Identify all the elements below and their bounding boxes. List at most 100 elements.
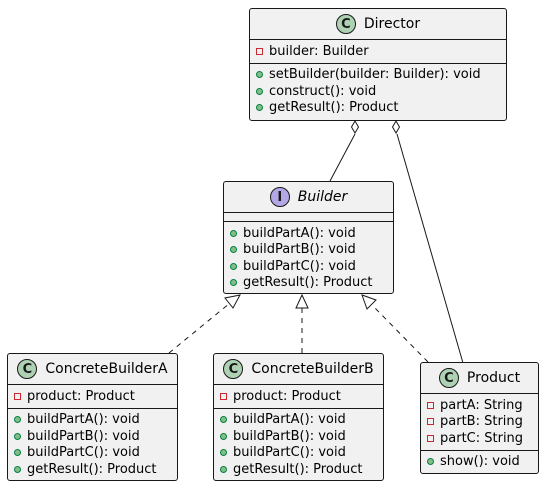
aggregation-diamond-icon — [350, 120, 360, 134]
aggregation-diamond-icon — [391, 120, 401, 134]
class-stereotype-icon: C — [438, 368, 459, 388]
class-name: ConcreteBuilderA — [45, 361, 168, 377]
method-row: getResult(): Product — [230, 275, 393, 292]
method-row: setBuilder(builder: Builder): void — [256, 67, 506, 84]
class-concrete-builder-b[interactable]: C ConcreteBuilderB product: Product buil… — [213, 353, 384, 481]
method-text: getResult(): Product — [269, 100, 399, 116]
public-visibility-icon — [14, 416, 21, 424]
method-row: buildPartB(): void — [220, 428, 383, 445]
class-stereotype-icon: C — [17, 359, 38, 379]
method-text: buildPartB(): void — [233, 428, 346, 444]
methods-section: buildPartA(): void buildPartB(): void bu… — [224, 222, 393, 294]
class-name: ConcreteBuilderB — [251, 361, 374, 377]
aggregation-director-product-line — [396, 133, 464, 364]
class-name: Director — [363, 16, 421, 32]
class-name: Builder — [297, 189, 348, 205]
method-text: buildPartC(): void — [243, 258, 356, 274]
private-visibility-icon — [427, 401, 434, 409]
method-text: setBuilder(builder: Builder): void — [269, 67, 481, 83]
class-stereotype-icon: C — [223, 359, 244, 379]
public-visibility-icon — [14, 449, 21, 457]
public-visibility-icon — [230, 279, 237, 287]
method-text: getResult(): Product — [27, 461, 157, 477]
method-text: buildPartB(): void — [27, 428, 140, 444]
method-text: buildPartA(): void — [27, 412, 140, 428]
method-row: getResult(): Product — [220, 461, 383, 478]
attribute-text: partC: String — [440, 430, 524, 446]
method-text: construct(): void — [269, 83, 377, 99]
realization-arrowhead-icon — [295, 293, 309, 309]
realization-a-builder-line — [168, 302, 231, 354]
realization-arrowhead-icon — [224, 294, 241, 309]
attribute-text: partB: String — [440, 414, 523, 430]
attribute-text: product: Product — [27, 388, 135, 404]
method-row: show(): void — [427, 454, 538, 471]
public-visibility-icon — [14, 465, 21, 473]
class-header: C Director — [250, 9, 506, 40]
method-row: buildPartC(): void — [220, 445, 383, 462]
method-text: getResult(): Product — [233, 461, 363, 477]
private-visibility-icon — [256, 47, 263, 55]
public-visibility-icon — [220, 416, 227, 424]
method-row: buildPartA(): void — [230, 225, 393, 242]
method-row: buildPartC(): void — [14, 445, 177, 462]
method-row: buildPartC(): void — [230, 258, 393, 275]
class-header: C ConcreteBuilderB — [214, 354, 383, 385]
public-visibility-icon — [220, 432, 227, 440]
method-row: construct(): void — [256, 83, 506, 100]
public-visibility-icon — [220, 465, 227, 473]
method-text: buildPartA(): void — [233, 412, 346, 428]
realization-arrowhead-icon — [361, 294, 377, 310]
method-text: buildPartA(): void — [243, 225, 356, 241]
class-director[interactable]: C Director builder: Builder setBuilder(b… — [249, 8, 507, 121]
public-visibility-icon — [230, 229, 237, 237]
method-text: buildPartC(): void — [27, 445, 140, 461]
class-concrete-builder-a[interactable]: C ConcreteBuilderA product: Product buil… — [7, 353, 178, 481]
attributes-section: product: Product — [8, 385, 177, 409]
private-visibility-icon — [427, 418, 434, 426]
attribute-text: product: Product — [233, 388, 341, 404]
attribute-text: partA: String — [440, 397, 523, 413]
attribute-row: builder: Builder — [256, 43, 506, 60]
methods-section: show(): void — [421, 451, 538, 474]
public-visibility-icon — [230, 262, 237, 270]
method-row: buildPartA(): void — [14, 412, 177, 429]
attribute-text: builder: Builder — [269, 43, 369, 59]
interface-builder[interactable]: I Builder buildPartA(): void buildPartB(… — [223, 181, 394, 294]
class-product[interactable]: C Product partA: String partB: String pa… — [420, 362, 539, 474]
attribute-row: partA: String — [427, 397, 538, 414]
class-header: C Product — [421, 363, 538, 394]
public-visibility-icon — [220, 449, 227, 457]
private-visibility-icon — [14, 392, 21, 400]
method-text: show(): void — [440, 454, 520, 470]
realization-product-builder-line — [371, 304, 429, 363]
class-stereotype-icon: C — [335, 14, 356, 34]
attributes-section: product: Product — [214, 385, 383, 409]
attribute-row: product: Product — [14, 388, 177, 405]
aggregation-director-builder-line — [329, 133, 356, 182]
public-visibility-icon — [230, 246, 237, 254]
class-name: Product — [466, 370, 521, 386]
attribute-row: product: Product — [220, 388, 383, 405]
attributes-section: partA: String partB: String partC: Strin… — [421, 394, 538, 451]
private-visibility-icon — [220, 392, 227, 400]
methods-section: buildPartA(): void buildPartB(): void bu… — [8, 409, 177, 481]
method-text: buildPartC(): void — [233, 445, 346, 461]
public-visibility-icon — [256, 104, 263, 112]
method-row: buildPartB(): void — [14, 428, 177, 445]
method-row: getResult(): Product — [14, 461, 177, 478]
method-row: getResult(): Product — [256, 100, 506, 117]
methods-section: buildPartA(): void buildPartB(): void bu… — [214, 409, 383, 481]
method-text: getResult(): Product — [243, 275, 373, 291]
attribute-row: partB: String — [427, 414, 538, 431]
attribute-row: partC: String — [427, 430, 538, 447]
class-header: C ConcreteBuilderA — [8, 354, 177, 385]
method-row: buildPartB(): void — [230, 242, 393, 259]
attributes-section — [224, 213, 393, 222]
interface-stereotype-icon: I — [269, 187, 290, 207]
method-text: buildPartB(): void — [243, 242, 356, 258]
method-row: buildPartA(): void — [220, 412, 383, 429]
public-visibility-icon — [256, 71, 263, 79]
